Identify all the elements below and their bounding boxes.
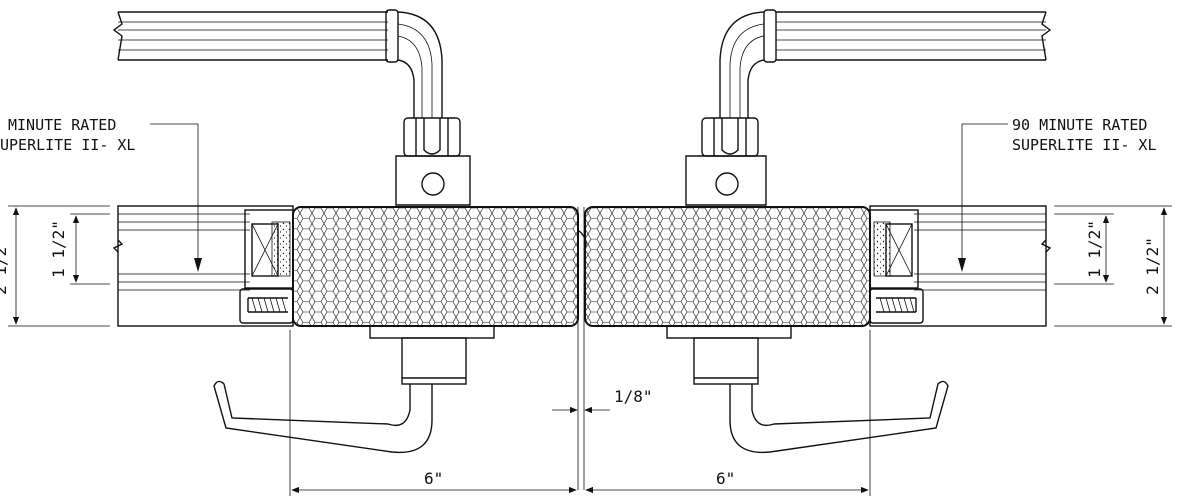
left-product-label: UPERLITE II- XL — [0, 136, 135, 154]
left-inner-dimension: 1 1/2" — [49, 220, 68, 278]
right-leader-arrow — [958, 258, 966, 272]
right-product-label: SUPERLITE II- XL — [1012, 136, 1157, 154]
right-overall-dimension: 2 1/2" — [1143, 237, 1162, 295]
leader-lines — [150, 123, 1008, 268]
width-dimensions — [289, 330, 871, 496]
right-lever-bottom — [729, 380, 949, 454]
right-lock-body — [584, 206, 871, 385]
right-width-dimension: 6" — [716, 469, 735, 488]
right-dimensions — [1054, 205, 1172, 327]
gap-dimension: 1/8" — [614, 387, 653, 406]
left-leader-arrow — [194, 258, 202, 272]
left-lock-body — [292, 206, 579, 385]
right-door-slab — [869, 205, 1052, 327]
left-rating-label: MINUTE RATED — [8, 116, 116, 134]
left-width-dimension: 6" — [424, 469, 443, 488]
right-inner-dimension: 1 1/2" — [1085, 220, 1104, 278]
right-rating-label: 90 MINUTE RATED — [1012, 116, 1147, 134]
left-overall-dimension: 2 1/2" — [0, 237, 10, 295]
left-dimensions — [8, 205, 110, 327]
left-door-slab — [112, 205, 294, 327]
left-lever-bottom — [213, 380, 433, 454]
right-handle-top — [685, 9, 1052, 206]
gap-lines — [577, 207, 587, 490]
left-handle-top — [112, 9, 471, 206]
